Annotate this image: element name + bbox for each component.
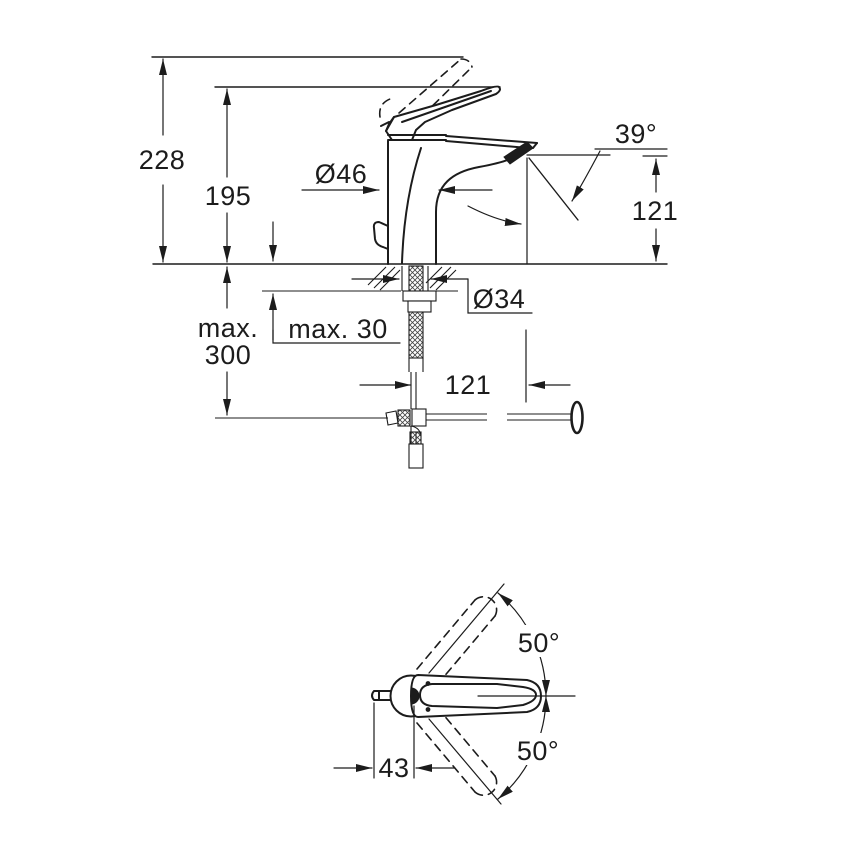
stream-angle xyxy=(467,150,601,265)
lever-handle xyxy=(385,85,501,141)
dimension-max-300: max. 300 xyxy=(198,266,259,416)
dimension-hole-diameter: Ø34 xyxy=(351,275,533,314)
dimension-195: 195 xyxy=(205,88,252,263)
dimension-stream-angle: 39° xyxy=(615,119,657,149)
cartridge-mark xyxy=(410,687,420,705)
stream-line xyxy=(528,157,579,221)
stream-angle-label: 39° xyxy=(615,119,657,149)
lever-height-label: 195 xyxy=(205,181,252,211)
top-view-drawing: 50° 50° 43 xyxy=(333,583,576,805)
dimension-body-diameter: Ø46 xyxy=(301,159,493,194)
below-deck-assembly xyxy=(215,265,584,469)
max-depth-word-label: max. xyxy=(198,313,259,343)
dimension-swivel-upper: 50° xyxy=(509,625,569,658)
swivel-lever-dashed xyxy=(416,595,498,797)
max-depth-value-label: 300 xyxy=(205,340,252,370)
dimension-228: 228 xyxy=(139,58,186,263)
swivel-upper-label: 50° xyxy=(518,628,560,658)
pull-rod-knob xyxy=(372,221,389,250)
swivel-lower-label: 50° xyxy=(517,736,559,766)
rod-knob xyxy=(570,400,584,435)
spout-top xyxy=(445,135,538,149)
rod-offset-label: 121 xyxy=(445,370,492,400)
swivel-boundary-lines xyxy=(428,583,505,805)
total-height-label: 228 xyxy=(139,145,186,175)
dimension-rod-offset: 121 xyxy=(359,329,571,403)
hole-diameter-label: Ø34 xyxy=(473,284,526,314)
body-diameter-label: Ø46 xyxy=(315,159,368,189)
top-view-lever-face xyxy=(419,683,537,709)
knob-distance-label: 43 xyxy=(378,753,409,783)
spout-height-label: 121 xyxy=(632,196,679,226)
dimension-max-30: max. 30 xyxy=(269,221,401,344)
mounting-shank xyxy=(401,265,437,409)
pull-rod-assembly xyxy=(215,400,584,469)
dimension-swivel-lower: 50° xyxy=(508,733,568,766)
dimension-spout-height: 121 xyxy=(632,158,679,262)
deck-thickness-label: max. 30 xyxy=(288,314,388,344)
front-view-drawing: 228 195 Ø46 39° 121 max. 300 xyxy=(139,56,679,469)
faucet-side-view xyxy=(372,85,538,265)
aerator xyxy=(503,141,534,165)
top-view-knob xyxy=(371,690,396,701)
reference-lines xyxy=(151,56,668,265)
swivel-arrow xyxy=(467,205,522,226)
dimension-knob-distance: 43 xyxy=(333,702,456,783)
faucet-top-view xyxy=(371,674,576,718)
